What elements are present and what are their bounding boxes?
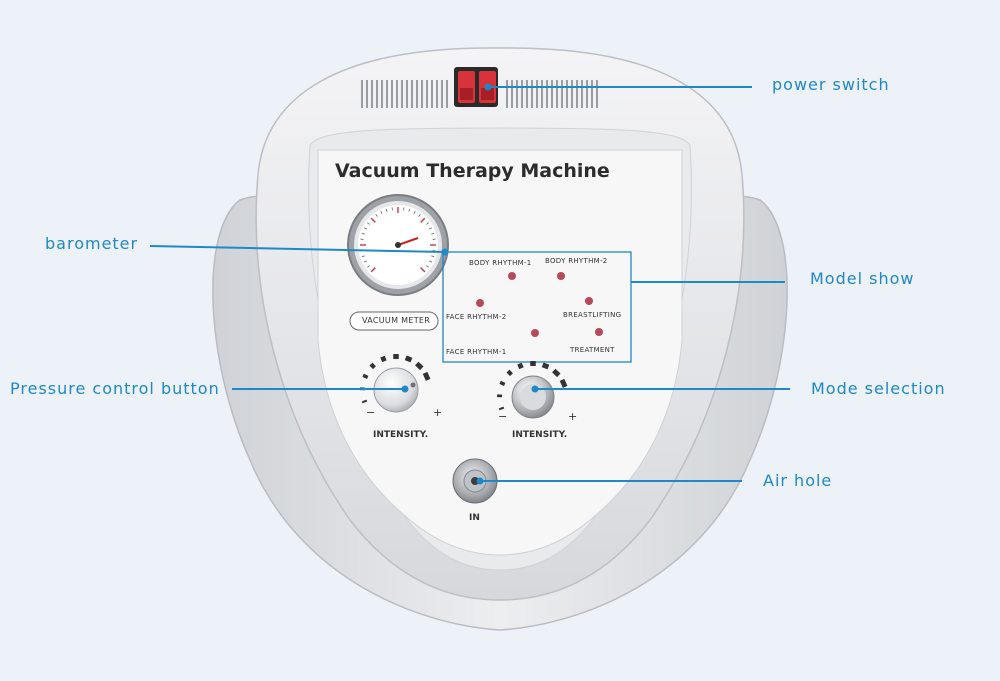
vacuum-meter-plate [349, 311, 439, 331]
vacuum-gauge [347, 194, 449, 296]
callout-power-switch: power switch [772, 75, 890, 94]
led-treatment [595, 328, 603, 336]
led-body-rhythm-1 [508, 272, 516, 280]
vent-grille [361, 80, 598, 108]
led-body-rhythm-2 [557, 272, 565, 280]
device-title: Vacuum Therapy Machine [335, 160, 610, 182]
intensity-scale-left [359, 354, 431, 404]
callout-mode-selection: Mode selection [811, 379, 946, 398]
mode-minus: − [498, 410, 508, 423]
led-face-rhythm-1 [531, 329, 539, 337]
callout-barometer: barometer [45, 234, 139, 253]
port-label: IN [469, 513, 480, 523]
mode-panel-outline [442, 251, 632, 363]
air-hole-port [452, 458, 498, 504]
mode-label-body-rhythm-1: BODY RHYTHM-1 [469, 259, 532, 267]
mode-plus: + [568, 410, 578, 423]
pressure-minus: − [366, 406, 376, 419]
callout-pressure-control: Pressure control button [10, 379, 220, 398]
callout-model-show: Model show [810, 269, 915, 288]
power-switch[interactable] [454, 67, 498, 107]
led-face-rhythm-2 [476, 299, 484, 307]
mode-label-treatment: TREATMENT [570, 346, 615, 354]
intensity-scale-right [496, 361, 568, 411]
led-breastlifting [585, 297, 593, 305]
vacuum-meter-label: VACUUM METER [362, 316, 431, 325]
mode-leds [476, 272, 603, 337]
mode-label-body-rhythm-2: BODY RHYTHM-2 [545, 257, 608, 265]
callout-air-hole: Air hole [763, 471, 833, 490]
mode-label-breastlifting: BREASTLIFTING [563, 311, 622, 319]
pressure-plus: + [433, 406, 443, 419]
mode-intensity-label: INTENSITY. [512, 430, 568, 440]
callout-lines [149, 83, 790, 485]
mode-label-face-rhythm-2: FACE RHYTHM-2 [446, 313, 507, 321]
mode-label-face-rhythm-1: FACE RHYTHM-1 [446, 348, 507, 356]
mode-knob[interactable] [511, 375, 555, 419]
pressure-intensity-label: INTENSITY. [373, 430, 429, 440]
